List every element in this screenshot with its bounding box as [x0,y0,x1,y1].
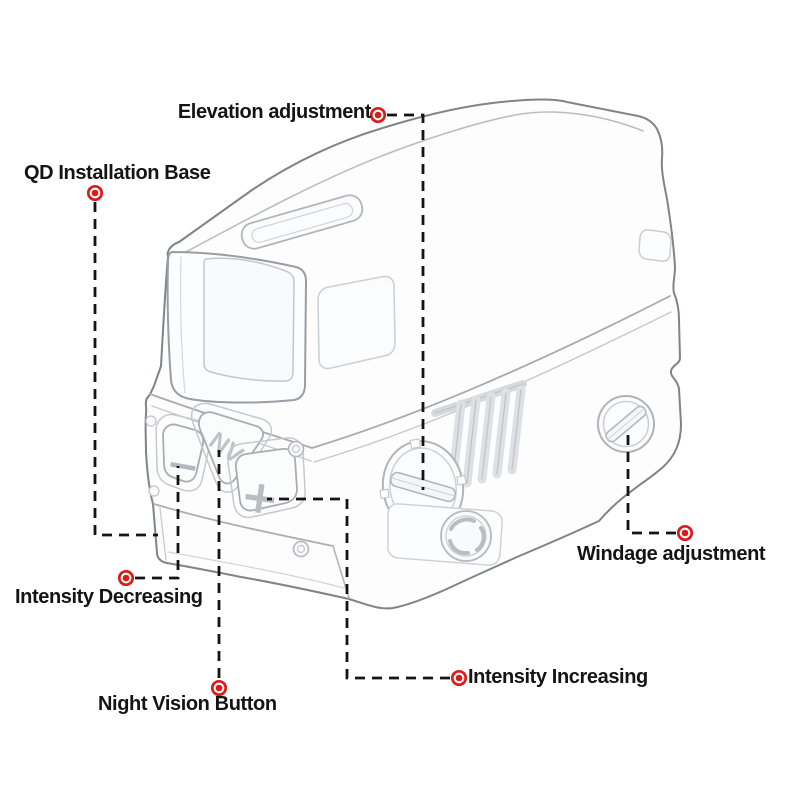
minus-button-glyph: − [163,440,204,491]
screw-top [287,440,305,458]
callout-dot-elevation [369,106,387,124]
roof-slot [240,194,364,250]
label-night-vision-button: Night Vision Button [98,693,277,715]
sight-body-sketch: − NV + [144,98,682,610]
leader-lines [93,113,676,680]
bezel-screw-lower [148,485,160,497]
side-cutout [317,275,396,370]
minus-button-recess [155,413,213,492]
plus-button-glyph: + [237,468,283,527]
plus-button-recess [226,437,306,519]
leader-line-intensity-increasing [267,497,450,680]
bezel-screw-upper [145,415,157,427]
label-windage-adjustment: Windage adjustment [577,543,766,565]
screw-bottom [292,540,310,558]
callout-dot-windage [676,524,694,542]
label-intensity-increasing: Intensity Increasing [468,666,648,688]
battery-cap [387,503,503,566]
label-qd-installation-base: QD Installation Base [24,162,211,184]
callout-dot-intensity-increasing [450,669,468,687]
side-detail-rect [638,229,672,262]
callout-dot-qd-base [86,184,104,202]
leader-line-intensity-decreasing [135,466,180,580]
window-frame-inner-line [180,256,186,394]
window-glass [203,257,295,382]
vent-ribs [431,380,527,492]
callout-dots [86,106,694,697]
windage-dial [597,395,655,453]
minus-button: − [155,413,213,492]
label-elevation-adjustment: Elevation adjustment [177,101,372,123]
callout-dot-night-vision [210,679,228,697]
nv-button-recess [190,402,273,493]
leader-line-qd-base [93,202,158,537]
plus-button: + [226,437,306,527]
callout-dot-intensity-decreasing [117,569,135,587]
leader-line-elevation [387,113,425,490]
minus-button-face [162,423,205,483]
label-intensity-decreasing: Intensity Decreasing [15,586,203,608]
seam-side [311,295,671,449]
roof-chamfer-line [185,111,644,253]
plus-button-face [234,447,298,512]
